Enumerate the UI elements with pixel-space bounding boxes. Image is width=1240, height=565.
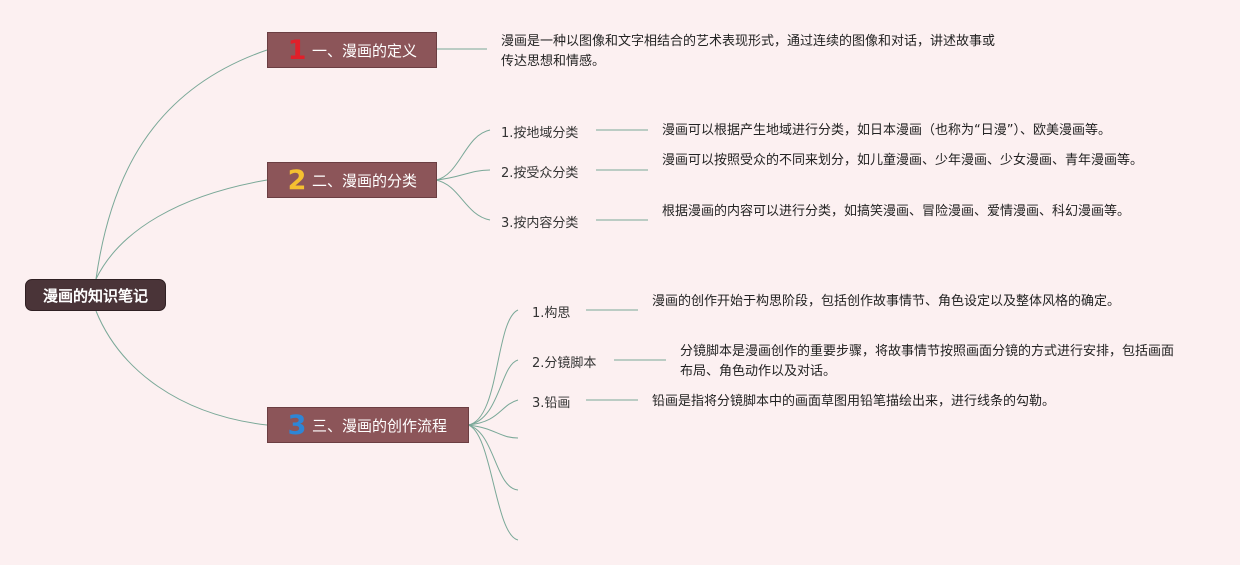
topic-by-region[interactable]: 1.按地域分类 bbox=[501, 126, 579, 141]
definition-description: 漫画是一种以图像和文字相结合的艺术表现形式，通过连续的图像和对话，讲述故事或传达… bbox=[501, 34, 996, 69]
number-badge-icon: 2 bbox=[287, 164, 307, 196]
topic-by-content[interactable]: 3.按内容分类 bbox=[501, 216, 579, 231]
root-node[interactable]: 漫画的知识笔记 bbox=[25, 279, 166, 311]
number-badge-icon: 3 bbox=[287, 409, 307, 441]
topic-concept[interactable]: 1.构思 bbox=[532, 306, 571, 321]
topic-concept-description: 漫画的创作开始于构思阶段，包括创作故事情节、角色设定以及整体风格的确定。 bbox=[652, 294, 1121, 309]
root-title: 漫画的知识笔记 bbox=[42, 286, 148, 305]
topic-by-audience[interactable]: 2.按受众分类 bbox=[501, 166, 579, 181]
topic-storyboard[interactable]: 2.分镜脚本 bbox=[532, 356, 597, 371]
branch-definition[interactable]: 1 一、漫画的定义 bbox=[267, 32, 437, 68]
branch-title: 二、漫画的分类 bbox=[312, 171, 418, 190]
topic-by-content-description: 根据漫画的内容可以进行分类，如搞笑漫画、冒险漫画、爱情漫画、科幻漫画等。 bbox=[662, 204, 1131, 219]
topic-storyboard-description: 分镜脚本是漫画创作的重要步骤，将故事情节按照画面分镜的方式进行安排，包括画面布局… bbox=[680, 344, 1175, 379]
branch-title: 一、漫画的定义 bbox=[312, 41, 418, 60]
topic-by-region-description: 漫画可以根据产生地域进行分类，如日本漫画（也称为“日漫”）、欧美漫画等。 bbox=[662, 123, 1111, 138]
branch-creation-process[interactable]: 3 三、漫画的创作流程 bbox=[267, 407, 469, 443]
branch-title: 三、漫画的创作流程 bbox=[312, 416, 448, 435]
topic-by-audience-description: 漫画可以按照受众的不同来划分，如儿童漫画、少年漫画、少女漫画、青年漫画等。 bbox=[662, 153, 1144, 168]
topic-pencil-drawing-description: 铅画是指将分镜脚本中的画面草图用铅笔描绘出来，进行线条的勾勒。 bbox=[652, 394, 1056, 409]
number-badge-icon: 1 bbox=[287, 34, 307, 66]
branch-classification[interactable]: 2 二、漫画的分类 bbox=[267, 162, 437, 198]
topic-pencil-drawing[interactable]: 3.铅画 bbox=[532, 396, 571, 411]
